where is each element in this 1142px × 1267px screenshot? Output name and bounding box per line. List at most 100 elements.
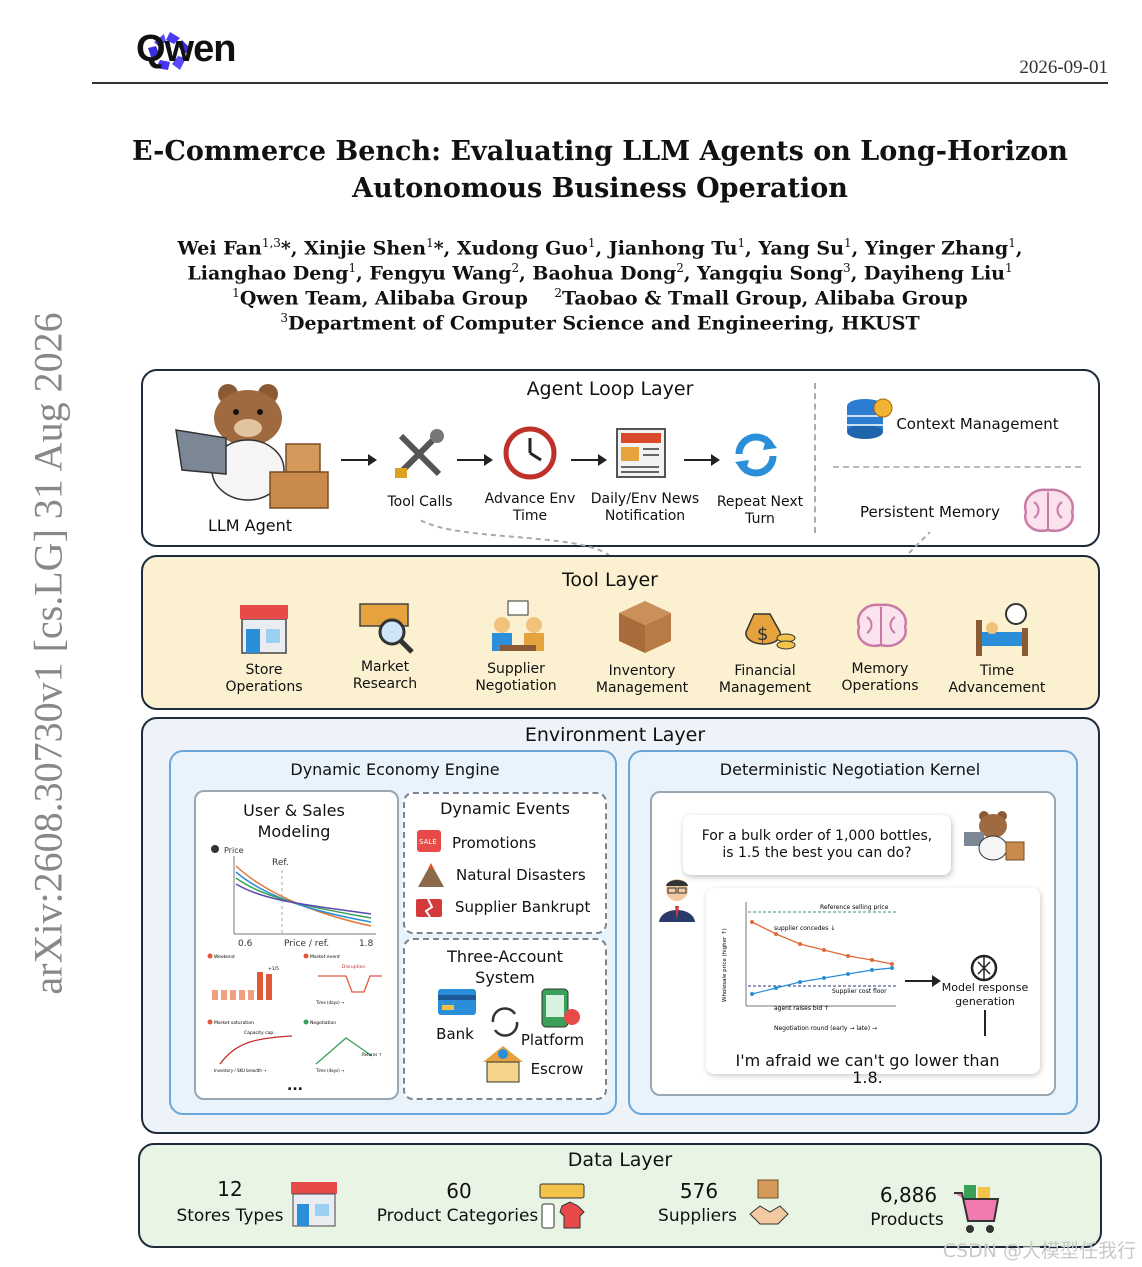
negotiation-kernel-title: Deterministic Negotiation Kernel — [719, 760, 981, 779]
dynamic-economy-engine-title: Dynamic Economy Engine — [290, 760, 500, 779]
escrow-icon — [483, 1046, 523, 1083]
loop-arrow-2 — [457, 454, 493, 466]
openai-logo-icon — [970, 954, 998, 982]
stat-suppliers-value: 576 — [679, 1179, 719, 1203]
time-advancement-icon — [976, 603, 1028, 656]
dynamic-events-title: Dynamic Events — [440, 799, 570, 818]
price-curve-chart: Price Ref. 0.6 Price / ref. 1.8 — [211, 845, 376, 949]
event-supplier-bankrupt: Supplier Bankrupt — [455, 898, 591, 916]
context-management-label: Context Management — [896, 415, 1059, 433]
account-bank: Bank — [436, 1025, 474, 1043]
chart-agent-label: agent raises bid ↑ — [774, 1005, 829, 1012]
mini-time-label-1: Time (days) → — [315, 1000, 345, 1005]
negotiation-price-chart: Wholesale price (higher ↑) Reference sel… — [721, 902, 896, 1032]
memory-divider — [833, 466, 1081, 468]
chart-y-label: Wholesale price (higher ↑) — [721, 928, 728, 1002]
logo-text: Qwen — [136, 28, 236, 70]
chart-sup-label: supplier concedes ↓ — [774, 925, 835, 932]
mini-weekend-label: Weekend — [214, 954, 235, 960]
mini-market-event-label: Market event — [310, 954, 340, 960]
reply-text: I'm afraid we can't go lower than 1.8. — [735, 1051, 1000, 1087]
market-research-icon — [359, 603, 414, 654]
bankrupt-card-icon — [416, 898, 442, 918]
step-news-notification: Daily/Env News Notification — [590, 491, 700, 524]
stat-suppliers-label: Suppliers — [658, 1206, 737, 1226]
paper-title: E-Commerce Bench: Evaluating LLM Agents … — [100, 133, 1100, 207]
chart-x-label: Negotiation round (early → late) → — [774, 1025, 877, 1032]
loop-divider — [814, 383, 816, 533]
qwen-logo-icon — [148, 32, 192, 70]
brain-icon — [1023, 488, 1075, 533]
account-escrow: Escrow — [530, 1060, 584, 1078]
event-promotions: Promotions — [452, 834, 537, 852]
csdn-watermark: CSDN @大模型任我行 — [942, 1240, 1136, 1262]
mini-negotiation-label: Negotiation — [310, 1020, 336, 1026]
header-rule — [92, 82, 1108, 84]
affiliations-line-1: 1Qwen Team, Alibaba Group 2Taobao & Tmal… — [232, 286, 968, 310]
bank-card-icon — [438, 989, 476, 1015]
memory-brain-icon — [856, 603, 908, 648]
mini-charts-grid: Weekend +1/5 Market event Disruption Tim… — [207, 953, 382, 1073]
store-icon — [240, 605, 288, 654]
supplier-negotiation-icon — [492, 600, 544, 651]
title-line-2: Autonomous Business Operation — [352, 173, 848, 204]
loop-arrow-3 — [571, 454, 607, 466]
arxiv-stamp: arXiv:2608.30730v1 [cs.LG] 31 Aug 2026 — [25, 312, 71, 995]
step-repeat-next-turn: Repeat Next Turn — [716, 494, 804, 527]
money-bag-icon: $ — [745, 613, 796, 650]
mini-inventory-label: Inventory / SKU breadth → — [214, 1068, 267, 1073]
authors-line-2: Lianghao Deng1, Fengyu Wang2, Baohua Don… — [187, 261, 1013, 285]
step-advance-env-time: Advance Env Time — [484, 491, 576, 524]
authors-line-1: Wei Fan1,3*, Xinjie Shen1*, Xudong Guo1,… — [177, 236, 1023, 260]
mini-capacity-label: Capacity cap — [244, 1030, 273, 1036]
affiliations-line-2: 3Department of Computer Science and Engi… — [280, 311, 920, 335]
event-natural-disasters: Natural Disasters — [456, 866, 586, 884]
paper-date: 2026-09-01 — [1019, 57, 1108, 78]
repeat-icon — [735, 433, 777, 477]
tool-layer-title: Tool Layer — [562, 569, 658, 591]
data-store-icon — [291, 1182, 337, 1227]
environment-layer-title: Environment Layer — [524, 724, 706, 746]
llm-agent-label: LLM Agent — [207, 516, 293, 535]
ref-label: Ref. — [272, 858, 289, 868]
stat-stores-label: Stores Types — [176, 1206, 284, 1226]
svg-text:SALE: SALE — [419, 838, 437, 846]
to-model-arrow — [905, 975, 941, 987]
data-layer-title: Data Layer — [567, 1149, 673, 1171]
mini-saturation-label: Market saturation — [214, 1020, 254, 1026]
inventory-box-icon — [619, 601, 671, 653]
tool-calls-icon — [395, 429, 444, 478]
stat-categories-value: 60 — [446, 1179, 472, 1203]
persistent-memory-label: Persistent Memory — [860, 503, 1000, 521]
x-max-tick: 1.8 — [359, 939, 374, 949]
loop-arrow-1 — [341, 454, 377, 466]
volcano-icon — [418, 863, 444, 887]
mini-peak-label: +1/5 — [268, 966, 279, 972]
shopping-cart-icon — [954, 1185, 1000, 1233]
agent-loop-title: Agent Loop Layer — [526, 378, 694, 400]
question-text: For a bulk order of 1,000 bottles,is 1.5… — [701, 828, 933, 861]
chart-ref-label: Reference selling price — [820, 904, 889, 911]
platform-phone-icon — [541, 988, 580, 1028]
news-icon — [616, 428, 666, 478]
stat-categories-label: Product Categories — [376, 1206, 539, 1226]
mini-time-label-2: Time (days) → — [315, 1068, 345, 1073]
chart-floor-label: Supplier cost floor — [832, 988, 887, 995]
small-bear-icon — [964, 811, 1025, 861]
account-platform: Platform — [520, 1031, 585, 1049]
clock-icon — [503, 426, 557, 480]
loop-arrow-4 — [684, 454, 720, 466]
data-layer — [138, 1143, 1102, 1248]
product-categories-icon — [539, 1183, 585, 1229]
stat-products-value: 6,886 — [879, 1183, 938, 1207]
cycle-arrows-icon — [491, 1007, 519, 1037]
